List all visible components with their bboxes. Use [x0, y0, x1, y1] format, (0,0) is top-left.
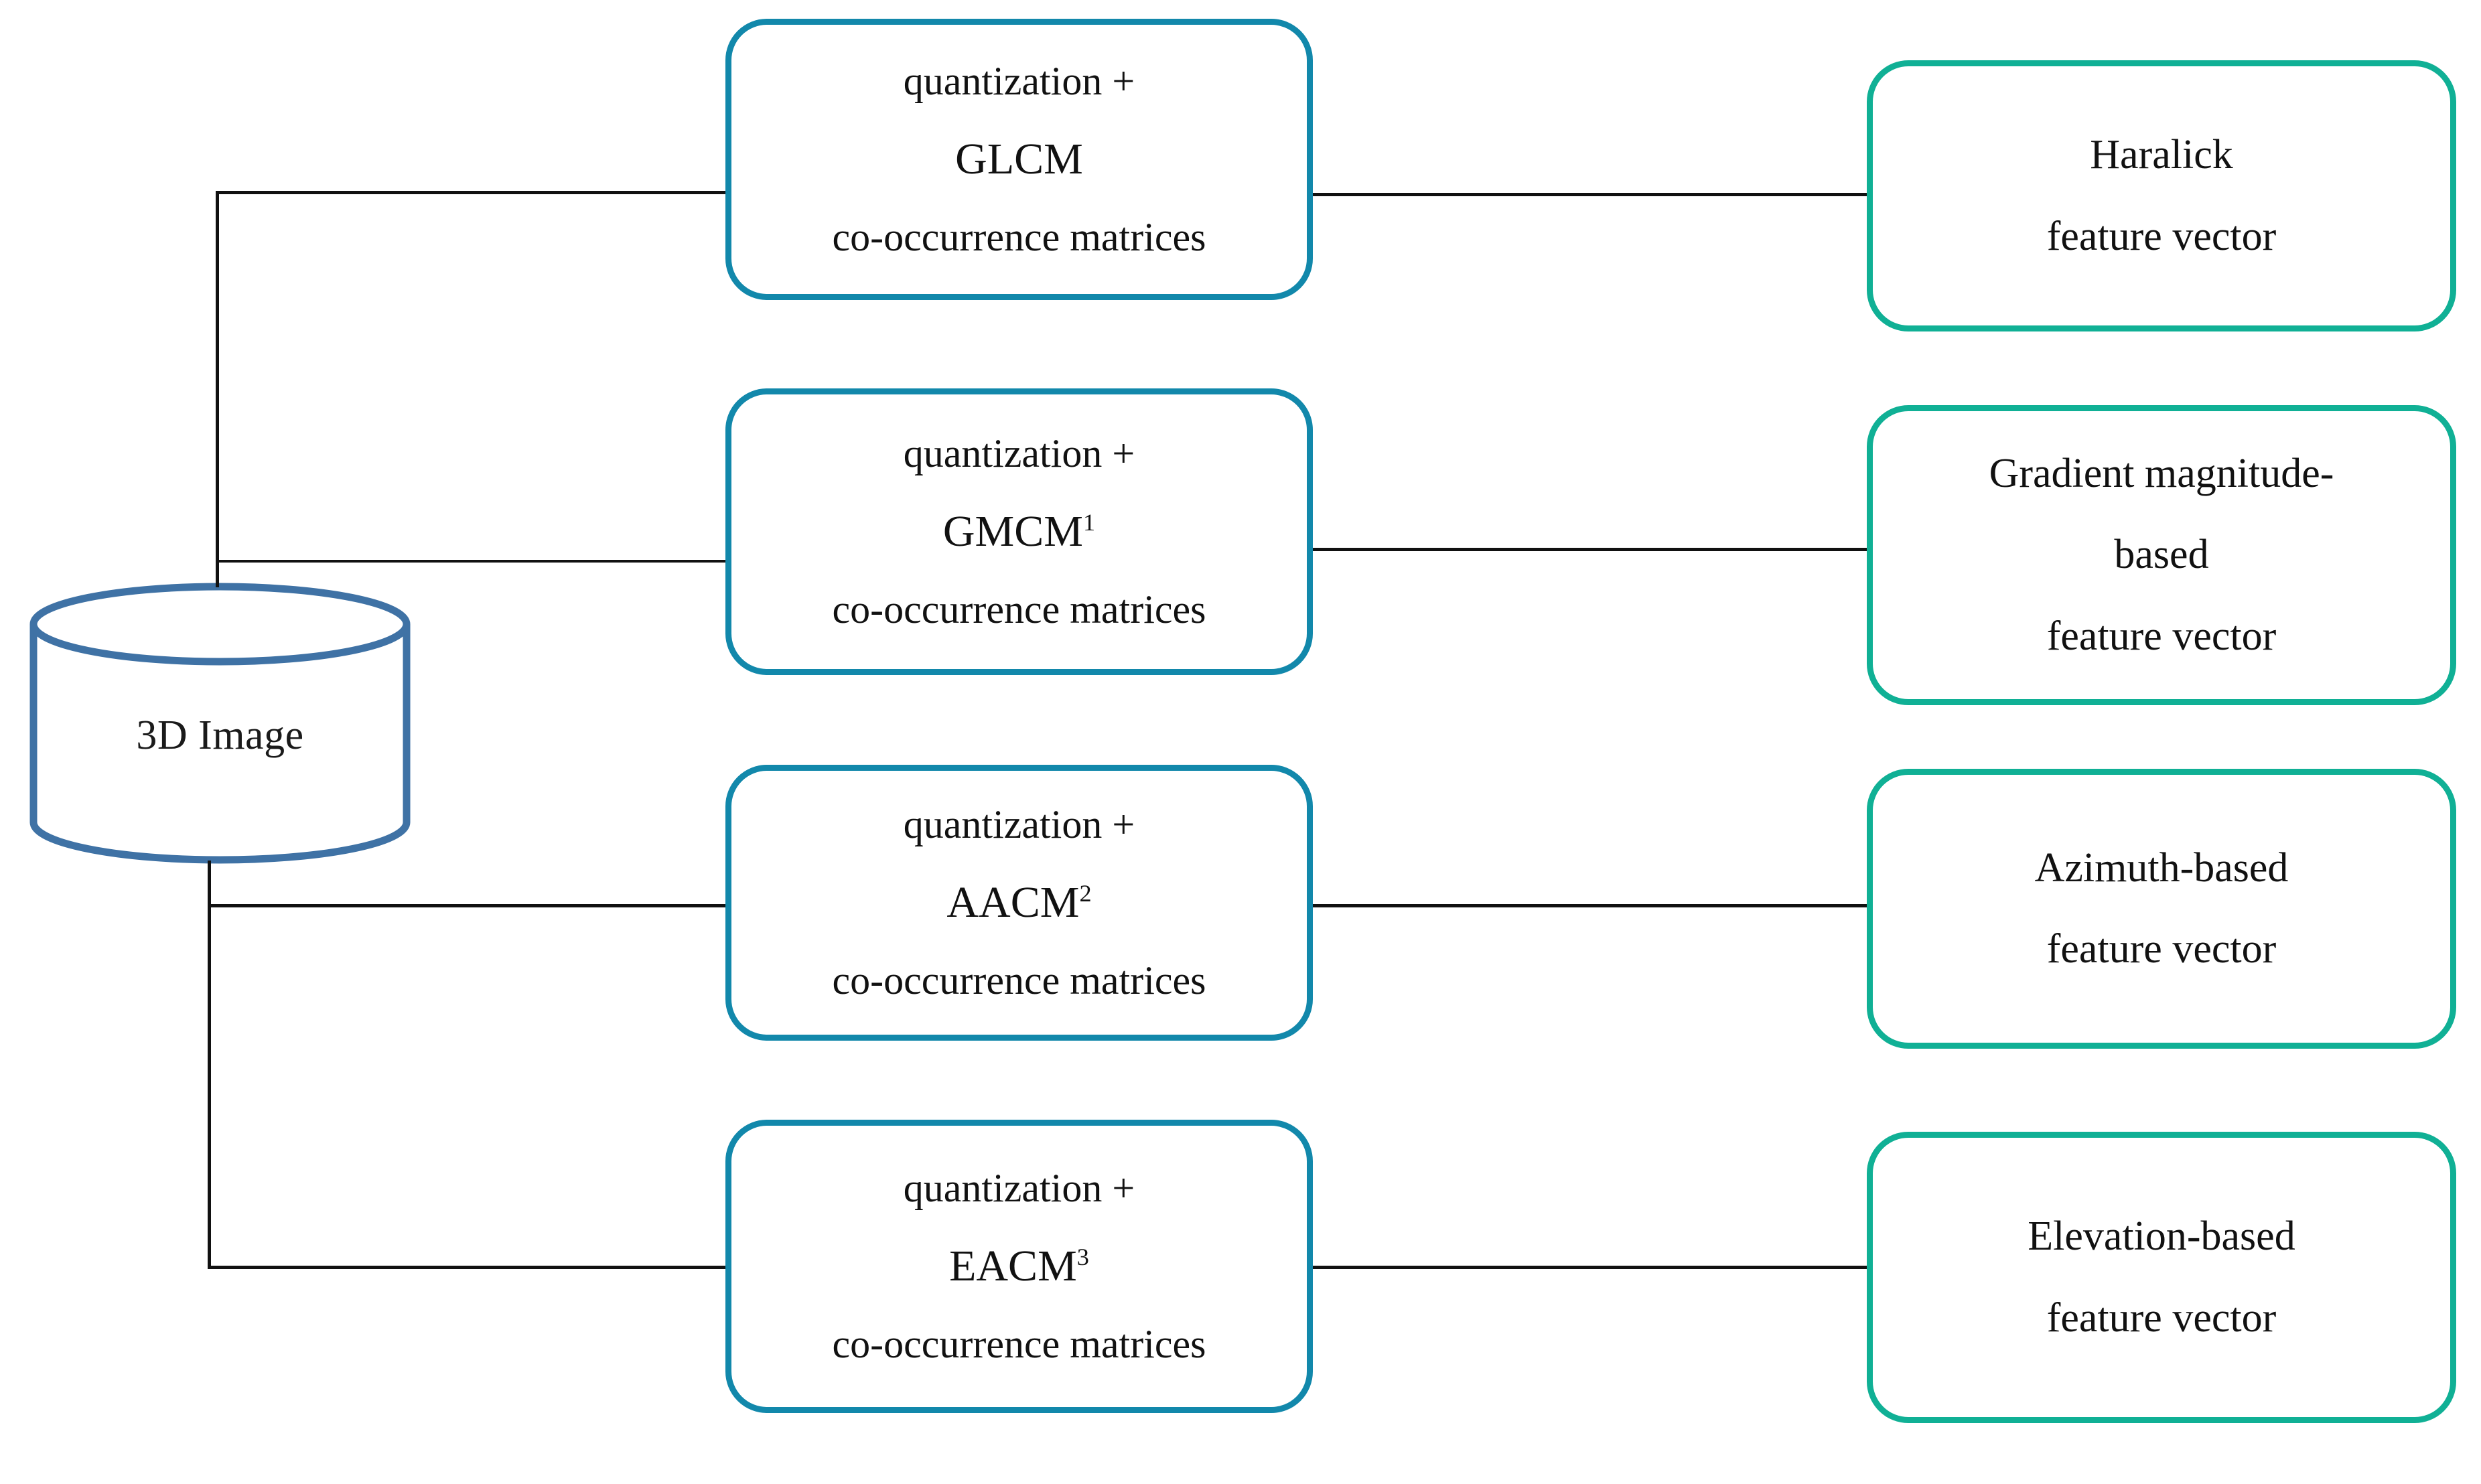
output-azimuth-line2: feature vector	[2046, 926, 2277, 972]
connector-source-to-glcm	[216, 191, 728, 194]
process-box-glcm[interactable]: quantization + GLCM co-occurrence matric…	[725, 19, 1313, 300]
process-box-gmcm[interactable]: quantization + GMCM1 co-occurrence matri…	[725, 388, 1313, 675]
output-box-elevation[interactable]: Elevation-based feature vector	[1867, 1132, 2456, 1423]
process-aacm-acronym-text: AACM	[946, 878, 1080, 928]
process-aacm-superscript: 2	[1079, 880, 1092, 907]
process-gmcm-acronym: GMCM1	[943, 508, 1095, 554]
process-eacm-line1: quantization +	[903, 1166, 1135, 1211]
cylinder-shape-icon	[29, 583, 411, 864]
process-eacm-acronym: EACM3	[949, 1243, 1089, 1289]
output-elevation-line1: Elevation-based	[2028, 1213, 2295, 1260]
output-gradient-line1: Gradient magnitude-	[1989, 451, 2334, 497]
output-gradient-line2: based	[2114, 532, 2209, 578]
process-glcm-acronym: GLCM	[955, 136, 1083, 182]
process-eacm-superscript: 3	[1076, 1244, 1089, 1271]
process-glcm-line1: quantization +	[903, 59, 1135, 104]
process-eacm-acronym-text: EACM	[949, 1242, 1077, 1291]
output-haralick-line2: feature vector	[2046, 213, 2277, 259]
connector-glcm-to-haralick	[1309, 193, 1871, 196]
process-gmcm-line3: co-occurrence matrices	[832, 587, 1206, 632]
process-gmcm-superscript: 1	[1082, 509, 1096, 536]
output-haralick-line1: Haralick	[2090, 132, 2233, 178]
connector-source-to-eacm	[208, 1266, 728, 1269]
connector-source-to-gmcm	[216, 560, 728, 563]
process-aacm-acronym: AACM2	[946, 879, 1091, 925]
process-glcm-acronym-text: GLCM	[955, 135, 1083, 184]
process-box-eacm[interactable]: quantization + EACM3 co-occurrence matri…	[725, 1120, 1313, 1413]
output-elevation-line2: feature vector	[2046, 1294, 2277, 1341]
source-cylinder-3d-image[interactable]: 3D Image	[28, 583, 412, 864]
connector-gmcm-to-gradient	[1309, 548, 1871, 551]
source-cylinder-label: 3D Image	[136, 712, 304, 758]
output-box-azimuth[interactable]: Azimuth-based feature vector	[1867, 769, 2456, 1049]
output-azimuth-line1: Azimuth-based	[2034, 844, 2289, 891]
process-box-aacm[interactable]: quantization + AACM2 co-occurrence matri…	[725, 765, 1313, 1041]
output-box-haralick[interactable]: Haralick feature vector	[1867, 60, 2456, 331]
connector-aacm-to-azimuth	[1309, 904, 1871, 907]
connector-source-to-aacm	[208, 904, 728, 907]
output-gradient-line3: feature vector	[2046, 613, 2277, 659]
process-aacm-line1: quantization +	[903, 802, 1135, 847]
connector-vertical-upper	[216, 191, 219, 587]
process-glcm-line3: co-occurrence matrices	[832, 214, 1206, 259]
connector-vertical-lower	[208, 861, 211, 1269]
process-gmcm-line1: quantization +	[903, 431, 1135, 476]
connector-eacm-to-elevation	[1309, 1266, 1871, 1269]
output-box-gradient-magnitude[interactable]: Gradient magnitude- based feature vector	[1867, 405, 2456, 705]
process-gmcm-acronym-text: GMCM	[942, 507, 1083, 556]
process-eacm-line3: co-occurrence matrices	[832, 1321, 1206, 1366]
process-aacm-line3: co-occurrence matrices	[832, 958, 1206, 1003]
